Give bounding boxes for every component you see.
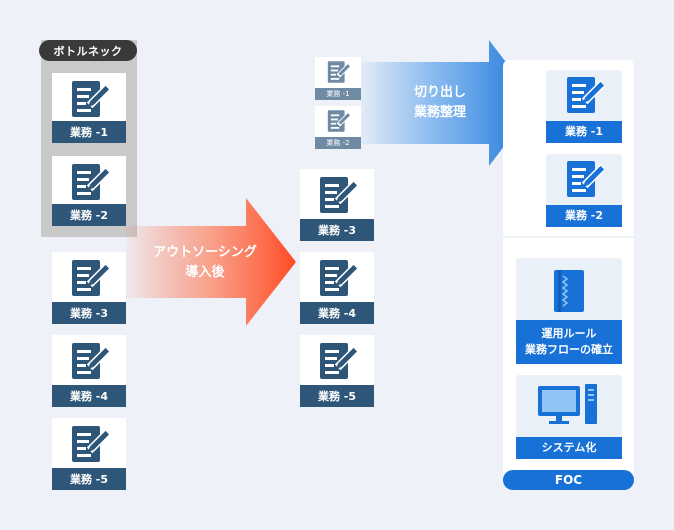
task-label: 業務 -3 [52, 302, 126, 324]
document-pencil-icon [326, 60, 350, 84]
task-label: 業務 -4 [300, 302, 374, 324]
task-card-left-4: 業務 -4 [52, 335, 126, 407]
foc-system-card: システム化 [516, 375, 622, 459]
task-card-mid-5: 業務 -5 [300, 335, 374, 407]
outsourcing-arrow-line2: 導入後 [185, 265, 225, 280]
document-pencil-icon [564, 75, 604, 115]
task-label: 業務 -1 [52, 121, 126, 143]
bottleneck-label: ボトルネック [39, 40, 137, 61]
outsourcing-arrow-text: アウトソーシング 導入後 [140, 243, 270, 283]
task-label: 業務 -2 [315, 137, 361, 149]
cutout-arrow-line2: 業務整理 [413, 105, 466, 120]
task-card-mid-4: 業務 -4 [300, 252, 374, 324]
document-pencil-icon [69, 424, 109, 464]
document-pencil-icon [69, 341, 109, 381]
task-label: 業務 -4 [52, 385, 126, 407]
task-card-left-1: 業務 -1 [52, 73, 126, 143]
task-label: 業務 -2 [52, 204, 126, 226]
foc-system-label: システム化 [516, 437, 622, 459]
document-pencil-icon [69, 162, 109, 202]
document-pencil-icon [326, 109, 350, 133]
task-card-small-1: 業務 -1 [315, 57, 361, 100]
task-label: 業務 -2 [546, 205, 622, 227]
task-card-left-5: 業務 -5 [52, 418, 126, 490]
foc-rules-line2: 業務フローの確立 [525, 343, 613, 356]
document-pencil-icon [69, 258, 109, 298]
cutout-arrow-text: 切り出し 業務整理 [390, 83, 490, 123]
task-label: 業務 -5 [52, 468, 126, 490]
document-pencil-icon [317, 258, 357, 298]
foc-rules-card: 運用ルール 業務フローの確立 [516, 258, 622, 364]
foc-label: FOC [503, 470, 634, 490]
foc-task-card-1: 業務 -1 [546, 70, 622, 143]
task-label: 業務 -5 [300, 385, 374, 407]
task-card-left-2: 業務 -2 [52, 156, 126, 226]
document-pencil-icon [69, 79, 109, 119]
task-label: 業務 -3 [300, 219, 374, 241]
task-label: 業務 -1 [315, 88, 361, 100]
foc-task-card-2: 業務 -2 [546, 154, 622, 227]
binder-icon [554, 270, 584, 312]
task-card-left-3: 業務 -3 [52, 252, 126, 324]
cutout-arrow [361, 40, 537, 166]
document-pencil-icon [317, 175, 357, 215]
task-card-mid-3: 業務 -3 [300, 169, 374, 241]
task-card-small-2: 業務 -2 [315, 106, 361, 149]
task-label: 業務 -1 [546, 121, 622, 143]
foc-rules-line1: 運用ルール [541, 327, 597, 340]
document-pencil-icon [564, 159, 604, 199]
document-pencil-icon [317, 341, 357, 381]
foc-rules-label: 運用ルール 業務フローの確立 [516, 320, 622, 364]
foc-divider [503, 236, 634, 238]
cutout-arrow-line1: 切り出し [413, 85, 466, 100]
outsourcing-arrow-line1: アウトソーシング [153, 245, 257, 260]
computer-icon [538, 384, 597, 424]
outsourcing-arrow [126, 198, 296, 326]
